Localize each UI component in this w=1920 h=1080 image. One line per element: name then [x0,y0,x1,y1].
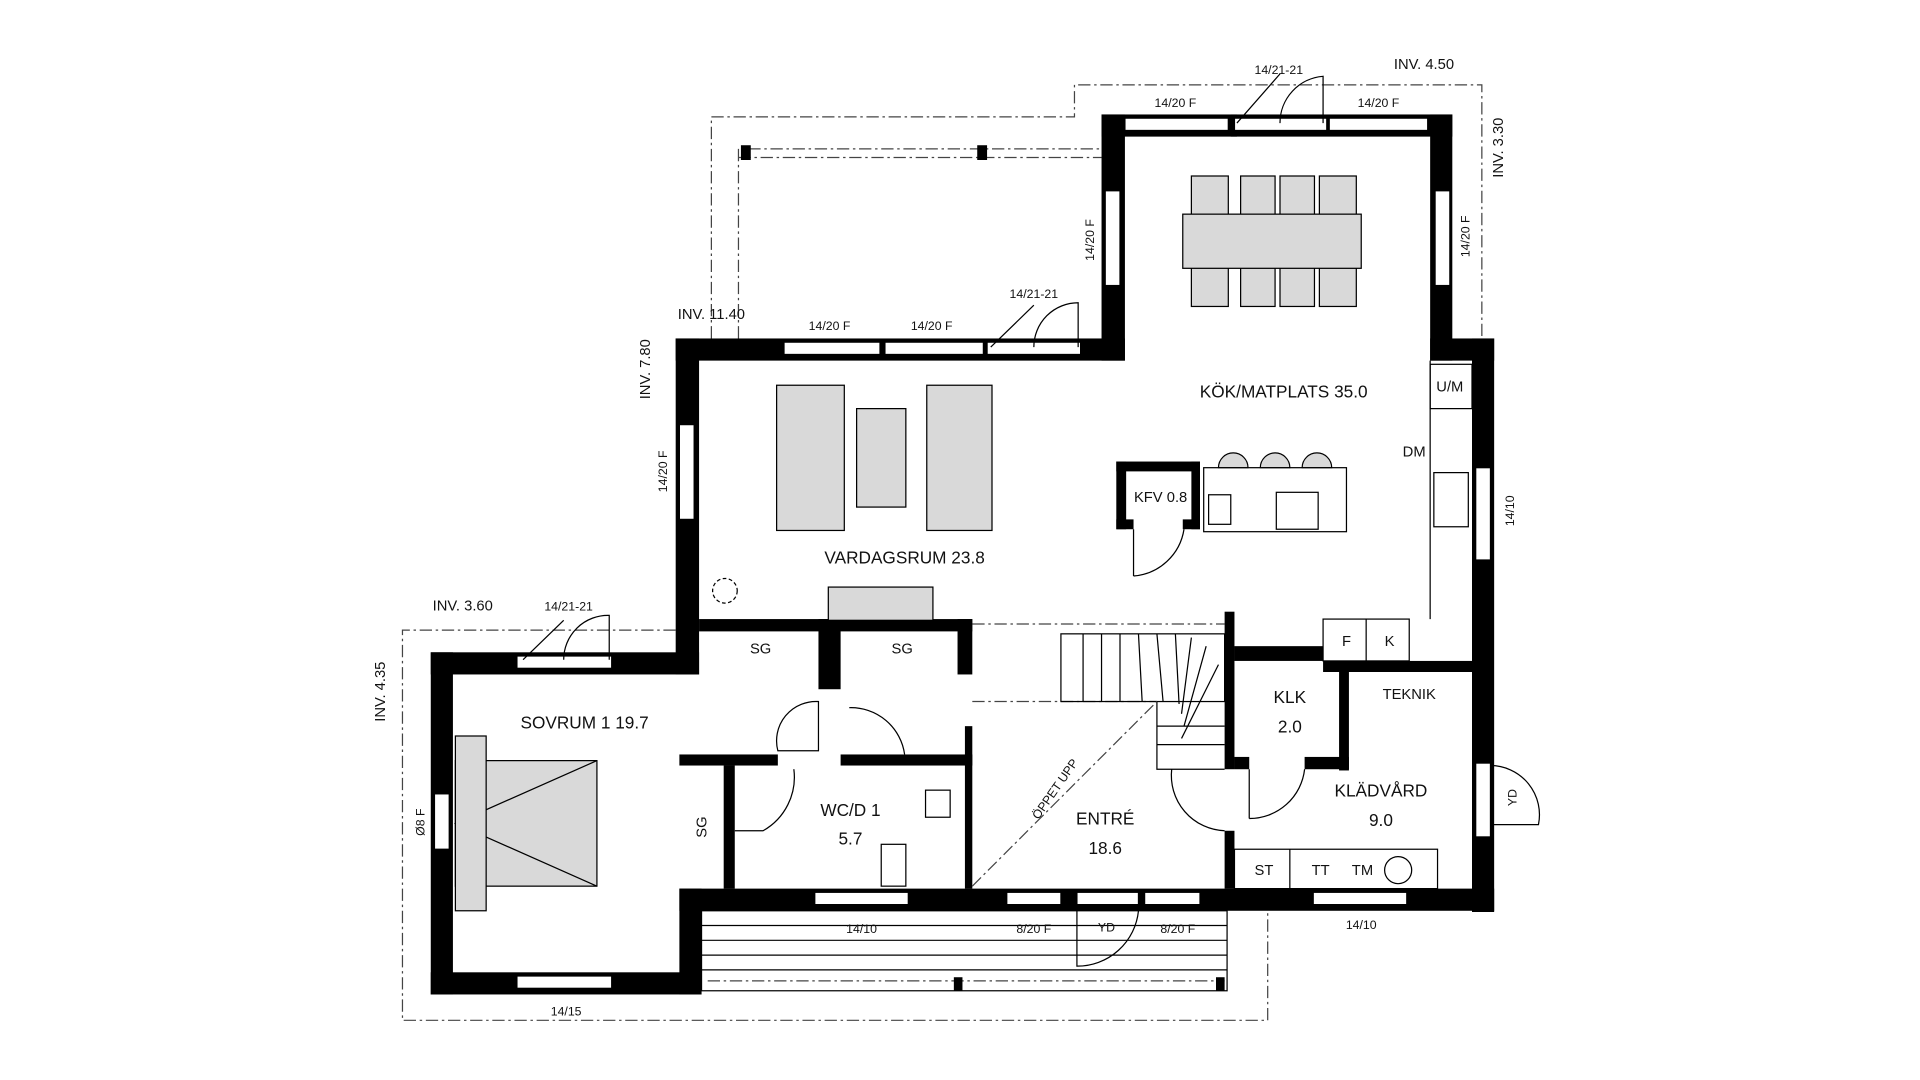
opening-door-top: 14/21-21 [1254,63,1303,77]
dining-table [1182,175,1362,308]
room-bedroom: SOVRUM 1 19.7 [520,713,648,733]
sofa [926,384,993,532]
level-inv-330: INV. 3.30 [1491,118,1507,178]
opening-win-entre-1: 8/20 F [1016,922,1051,936]
level-inv-1140: INV. 11.40 [678,307,745,323]
label-tt: TT [1312,863,1330,879]
opening-win-entre-2: 8/20 F [1160,922,1195,936]
coffee-table [856,408,907,508]
roof-outline [401,84,1483,1021]
label-st: ST [1255,863,1274,879]
room-living: VARDAGSRUM 23.8 [824,548,984,568]
opening-win-kladvard: 14/10 [1346,918,1377,932]
opening-win-wc: 14/10 [846,922,877,936]
level-inv-435: INV. 4.35 [373,662,389,722]
room-klk-name: KLK [1274,687,1307,707]
opening-win-living-1: 14/20 F [809,319,851,333]
opening-win-top-right: 14/20 F [1358,96,1400,110]
room-kladvard-name: KLÄDVÅRD [1335,780,1428,800]
label-open-up: ÖPPET UPP [1029,756,1081,822]
opening-door-living: 14/21-21 [1010,287,1059,301]
label-f: F [1342,634,1351,650]
kitchen-island [1203,452,1348,533]
level-inv-450: INV. 4.50 [1394,57,1454,73]
room-entre-area: 18.6 [1088,838,1122,858]
room-wc-area: 5.7 [838,828,862,848]
room-teknik: TEKNIK [1383,687,1436,703]
level-inv-780: INV. 7.80 [638,339,654,399]
label-sg-1: SG [750,642,771,658]
opening-win-top-left: 14/20 F [1155,96,1197,110]
opening-win-kitchen-right: 14/20 F [1459,215,1473,257]
sofa [776,384,845,532]
staircase [971,633,1226,887]
level-inv-360: INV. 3.60 [433,598,493,614]
label-dm: DM [1403,445,1426,461]
room-klk-area: 2.0 [1278,716,1302,736]
room-kladvard-area: 9.0 [1369,810,1393,830]
room-kitchen: KÖK/MATPLATS 35.0 [1200,382,1368,402]
label-sg-2: SG [891,642,912,658]
room-wc-name: WC/D 1 [820,800,880,820]
room-kfv: KFV 0.8 [1134,490,1187,506]
bed [453,735,598,912]
fireplace [827,586,934,621]
openings [433,73,1541,989]
label-k: K [1385,634,1395,650]
label-tm: TM [1352,863,1373,879]
label-um: U/M [1436,379,1463,395]
room-entre-name: ENTRÉ [1076,809,1134,829]
opening-win-bedroom-side: Ø8 F [414,808,428,836]
label-sg-3: SG [694,816,710,837]
opening-win-living-side: 14/20 F [656,450,670,492]
opening-win-bedroom-bottom: 14/15 [551,1004,582,1018]
deck [700,910,1228,992]
opening-win-living-2: 14/20 F [911,319,953,333]
furniture [453,175,1473,912]
opening-door-bedroom: 14/21-21 [544,599,593,613]
opening-win-kitchen-east: 14/10 [1503,495,1517,526]
opening-door-entre: YD [1098,921,1115,935]
opening-door-yd-east: YD [1505,789,1519,806]
opening-win-kitchen-left: 14/20 F [1083,219,1097,261]
